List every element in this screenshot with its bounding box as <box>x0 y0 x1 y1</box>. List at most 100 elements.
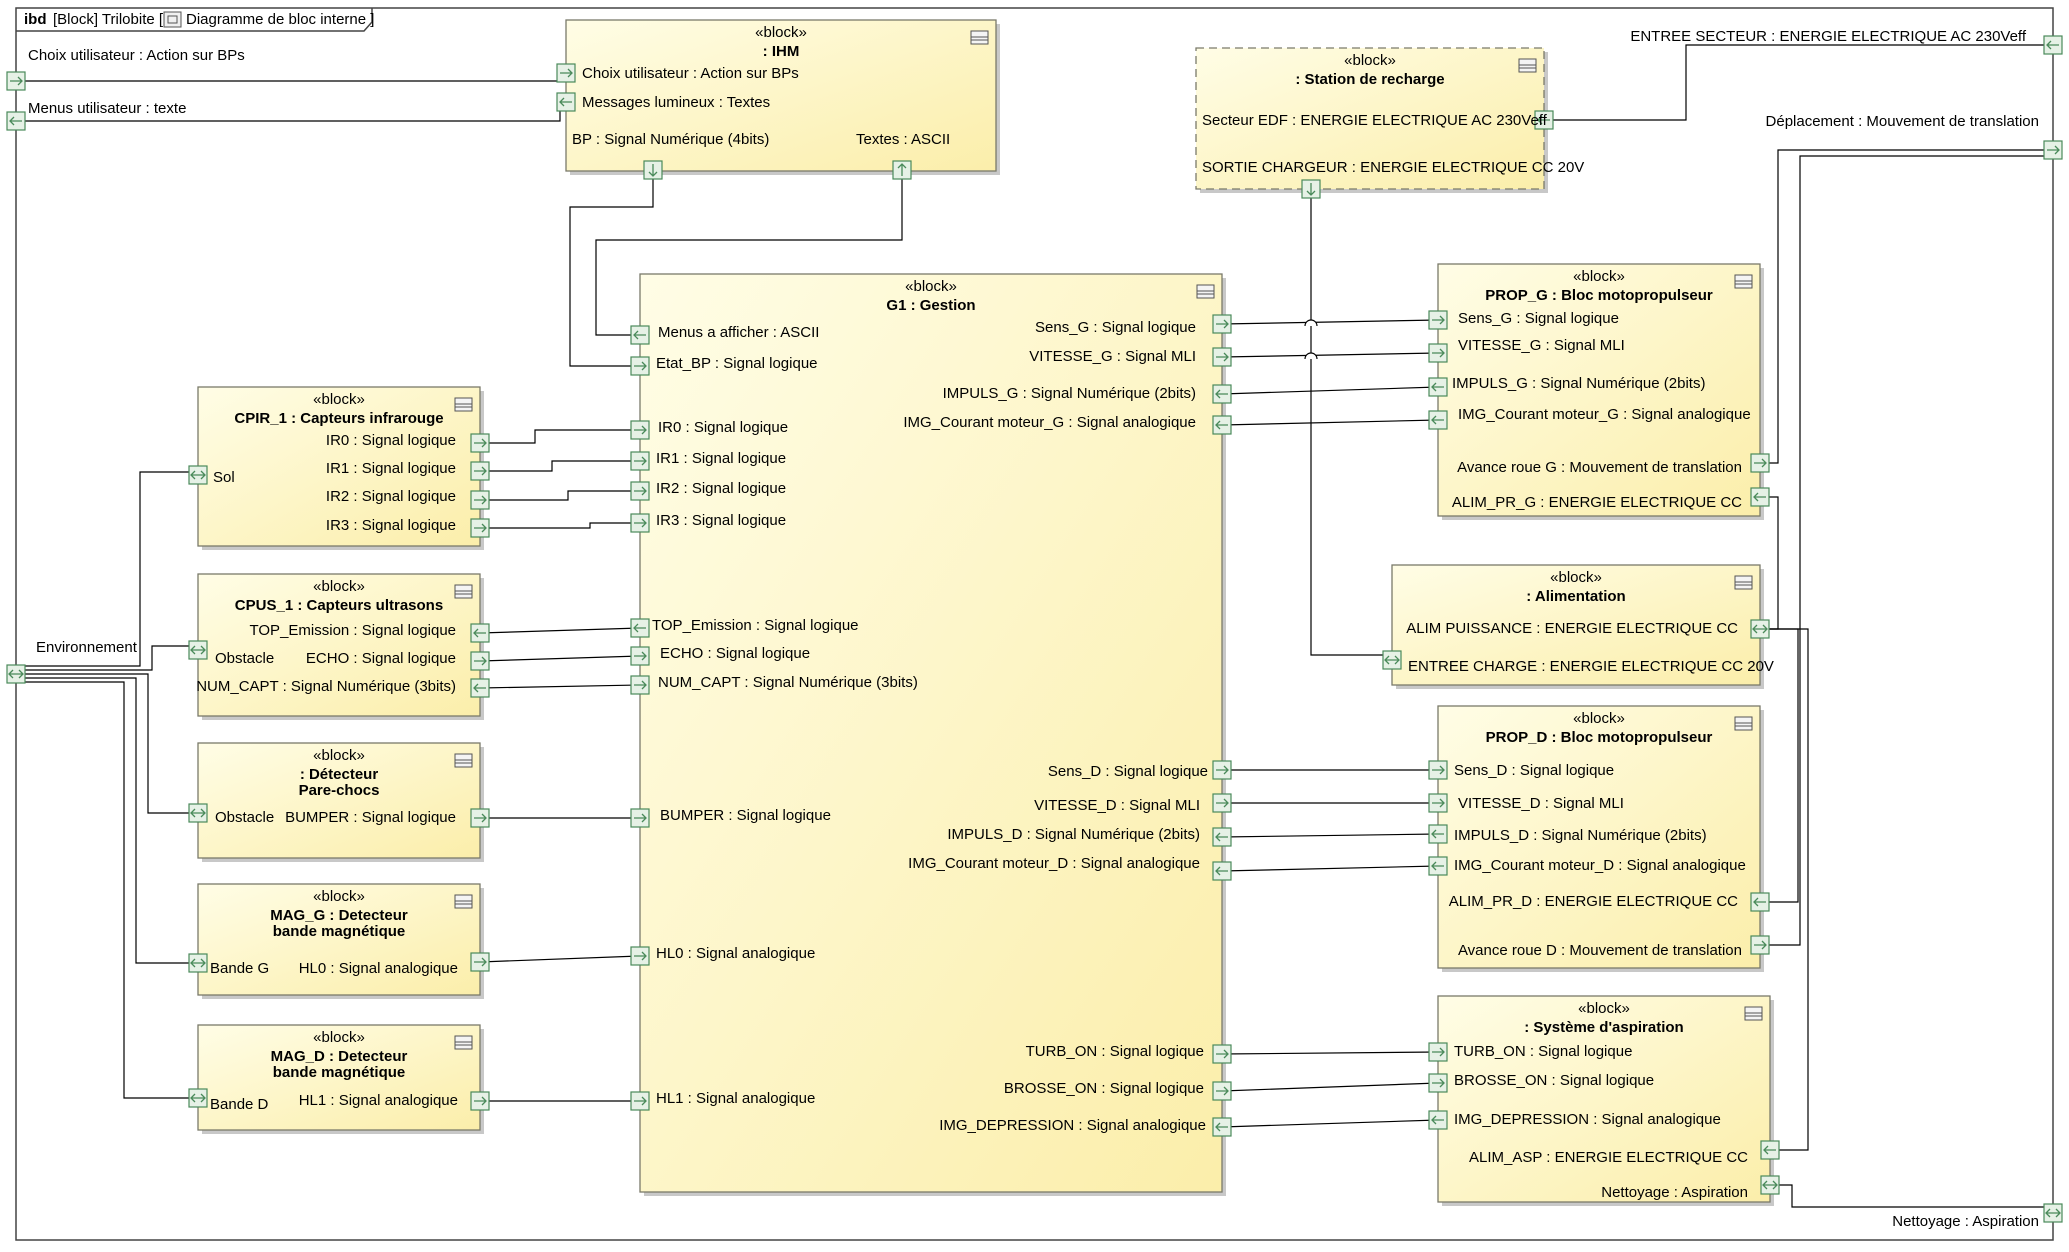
line-jump-1 <box>1304 319 1318 327</box>
connector-34 <box>16 471 198 667</box>
propd-port-imp-label: IMPULS_D : Signal Numérique (2bits) <box>1454 827 1707 844</box>
connector-35 <box>16 645 198 671</box>
connector-21 <box>1221 833 1439 838</box>
asp-port-alim-label: ALIM_ASP : ENERGIE ELECTRIQUE CC <box>1469 1149 1748 1166</box>
connector-15 <box>1221 319 1439 325</box>
station-port-sortie-arrow <box>1306 183 1316 196</box>
asp-stereotype: «block» <box>1578 1000 1630 1017</box>
propd-port-vit-arrow <box>1432 798 1445 808</box>
cpir-port-ir3-arrow <box>474 523 487 533</box>
magg-port-bande-arrow <box>190 958 206 968</box>
propg-block-name: PROP_G : Bloc motopropulseur <box>1485 287 1713 304</box>
ihm-port-msg-arrow <box>559 97 572 107</box>
magg-port-bande-label: Bande G <box>210 960 269 977</box>
connector-33 <box>1770 1184 2053 1208</box>
propg-port-alim-label: ALIM_PR_G : ENERGIE ELECTRIQUE CC <box>1452 494 1742 511</box>
propd-port-sens-label: Sens_D : Signal logique <box>1454 762 1614 779</box>
asp-block[interactable] <box>1437 995 1771 1203</box>
propg-port-sens-arrow <box>1432 315 1445 325</box>
g1-port-dep-arrow <box>1215 1122 1228 1132</box>
frame-tab <box>16 8 373 32</box>
station-block-name: : Station de recharge <box>1295 71 1444 88</box>
boundary-port-nett-arrow <box>2045 1208 2061 1218</box>
connector-10 <box>479 655 641 662</box>
connector-25 <box>1221 1119 1439 1128</box>
g1-port-ir2-label: IR2 : Signal logique <box>656 480 786 497</box>
g1-port-turb-arrow <box>1216 1049 1229 1059</box>
g1-port-num-label: NUM_CAPT : Signal Numérique (3bits) <box>658 674 918 691</box>
cpus-stereotype: «block» <box>313 578 365 595</box>
station-stereotype: «block» <box>1344 52 1396 69</box>
station-port-edf-arrow <box>1537 115 1550 125</box>
line-jump-2 <box>1304 352 1318 360</box>
connector-37 <box>16 677 198 964</box>
magg-port-hl-label: HL0 : Signal analogique <box>299 960 458 977</box>
magg-block[interactable] <box>197 883 481 996</box>
det-port-obst-arrow <box>190 808 206 818</box>
connector-32 <box>1760 628 1809 1151</box>
g1-port-menus-label: Menus a afficher : ASCII <box>658 324 819 341</box>
magd-block[interactable] <box>197 1024 481 1131</box>
cpir-port-ir1-arrow <box>474 466 487 476</box>
asp-port-brosse-arrow <box>1432 1078 1445 1088</box>
connector-7 <box>480 490 640 501</box>
g1-port-bumper-arrow <box>634 813 647 823</box>
cpir-block[interactable] <box>197 386 481 547</box>
ihm-port-bp-arrow <box>648 164 658 177</box>
g1-port-sensd-label: Sens_D : Signal logique <box>1048 763 1208 780</box>
propd-port-vit-label: VITESSE_D : Signal MLI <box>1458 795 1624 812</box>
cpus-port-top-label: TOP_Emission : Signal logique <box>250 622 457 639</box>
alim-stereotype: «block» <box>1550 569 1602 586</box>
boundary-port-choix-arrow <box>10 76 23 86</box>
g1-port-imgd-label: IMG_Courant moteur_D : Signal analogique <box>908 855 1200 872</box>
det-block[interactable] <box>197 742 481 859</box>
asp-port-dep-arrow <box>1431 1115 1444 1125</box>
ihm-port-bp-label: BP : Signal Numérique (4bits) <box>572 131 769 148</box>
propg-port-vit-label: VITESSE_G : Signal MLI <box>1458 337 1625 354</box>
magd-stereotype: «block» <box>313 1029 365 1046</box>
g1-port-ir1-arrow <box>634 456 647 466</box>
asp-port-dep-label: IMG_DEPRESSION : Signal analogique <box>1454 1111 1721 1128</box>
propd-block[interactable] <box>1437 705 1761 969</box>
ihm-block-name: : IHM <box>763 43 800 60</box>
propd-port-img-arrow <box>1431 861 1444 871</box>
ihm-block[interactable] <box>565 19 997 172</box>
magg-port-hl-arrow <box>474 957 487 967</box>
boundary-port-depl-label: Déplacement : Mouvement de translation <box>1766 113 2039 130</box>
boundary-port-secteur-label: ENTREE SECTEUR : ENERGIE ELECTRIQUE AC 2… <box>1630 28 2027 45</box>
cpir-port-ir0-arrow <box>474 438 487 448</box>
connector-11 <box>479 684 641 689</box>
cpus-port-top-arrow <box>473 628 486 638</box>
frame-diagram-name: Diagramme de bloc interne ] <box>186 11 374 28</box>
alim-block[interactable] <box>1391 564 1761 686</box>
propd-port-img-label: IMG_Courant moteur_D : Signal analogique <box>1454 857 1746 874</box>
magd-port-hl-arrow <box>474 1096 487 1106</box>
g1-port-menus-arrow <box>633 330 646 340</box>
connector-8 <box>480 522 640 529</box>
g1-port-bumper-label: BUMPER : Signal logique <box>660 807 831 824</box>
station-port-edf-label: Secteur EDF : ENERGIE ELECTRIQUE AC 230V… <box>1202 112 1548 129</box>
propd-block-name: PROP_D : Bloc motopropulseur <box>1486 729 1713 746</box>
propg-block[interactable] <box>1437 263 1761 517</box>
g1-port-dep-label: IMG_DEPRESSION : Signal analogique <box>939 1117 1206 1134</box>
connector-1 <box>16 73 567 82</box>
cpir-port-ir2-arrow <box>474 495 487 505</box>
asp-block-name: : Système d'aspiration <box>1524 1019 1683 1036</box>
cpus-block[interactable] <box>197 573 481 717</box>
ihm-port-choix-label: Choix utilisateur : Action sur BPs <box>582 65 799 82</box>
g1-block[interactable] <box>639 273 1223 1193</box>
cpus-port-num-arrow <box>473 683 486 693</box>
connector-22 <box>1221 865 1439 872</box>
g1-port-hl1-arrow <box>634 1096 647 1106</box>
connector-6 <box>480 460 640 472</box>
g1-port-brosse-arrow <box>1216 1086 1229 1096</box>
asp-port-alim-arrow <box>1763 1145 1776 1155</box>
station-block[interactable] <box>1195 47 1545 190</box>
cpir-port-sol-arrow <box>190 470 206 480</box>
g1-port-ir3-label: IR3 : Signal logique <box>656 512 786 529</box>
diagram-icon <box>163 11 182 28</box>
g1-port-vitd-arrow <box>1216 798 1229 808</box>
connector-29 <box>1760 155 2053 946</box>
